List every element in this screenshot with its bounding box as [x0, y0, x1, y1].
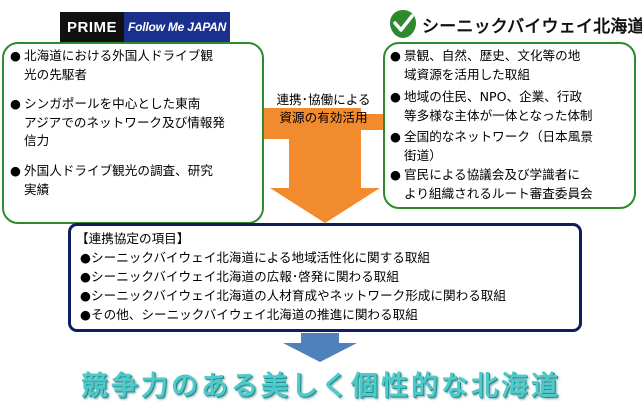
bullet-icon: ●	[390, 167, 401, 182]
agreement-item-2: ●シーニックバイウェイ北海道の広報･啓発に関わる取組	[80, 268, 399, 285]
follow-me-japan-text: Follow Me JAPAN	[124, 12, 230, 42]
bullet-icon: ●	[80, 288, 91, 303]
collaboration-label-line-1: 連携･協働による	[276, 92, 371, 107]
agreement-item-3: ●シーニックバイウェイ北海道の人材育成やネットワーク形成に関わる取組	[80, 287, 506, 304]
slogan: 競争力のある美しく個性的な北海道	[81, 371, 561, 402]
prime-strengths-box	[2, 42, 264, 224]
agreement-items-box	[68, 223, 582, 332]
right-item-3-line-1: 全国的なネットワーク（日本風景	[404, 129, 593, 144]
scenic-byway-logo: シーニックバイウェイ北海道	[388, 6, 642, 42]
agreement-item-4: ●その他、シーニックバイウェイ北海道の推進に関わる取組	[80, 306, 418, 323]
bullet-icon: ●	[10, 96, 21, 111]
bullet-icon: ●	[80, 269, 91, 284]
agreement-item-2-text: シーニックバイウェイ北海道の広報･啓発に関わる取組	[91, 269, 399, 284]
right-item-1: ● 景観、自然、歴史、文化等の地 域資源を活用した取組	[390, 47, 634, 84]
collaboration-label: 連携･協働による 資源の有効活用	[264, 91, 383, 127]
left-item-3: ● 外国人ドライブ観光の調査、研究 実績	[10, 162, 260, 199]
bullet-icon: ●	[390, 89, 401, 104]
right-item-4-line-2: より組織されるルート審査委員会	[404, 185, 593, 201]
left-item-2-line-3: 信力	[24, 133, 50, 148]
left-item-2-line-2: アジアでのネットワーク及び情報発	[24, 114, 225, 130]
agreement-heading: 【連携協定の項目】	[76, 231, 190, 246]
right-item-2-line-1: 地域の住民、NPO、企業、行政	[404, 89, 583, 104]
scenic-byway-name: シーニックバイウェイ北海道	[422, 17, 642, 37]
right-item-2-line-2: 等多様な主体が一体となった体制	[404, 107, 593, 123]
right-item-3: ● 全国的なネットワーク（日本風景 街道）	[390, 128, 634, 165]
agreement-item-3-text: シーニックバイウェイ北海道の人材育成やネットワーク形成に関わる取組	[91, 288, 506, 303]
right-item-1-line-1: 景観、自然、歴史、文化等の地	[404, 48, 581, 63]
scenic-byway-strengths-box	[383, 42, 636, 209]
left-item-2-line-1: シンガポールを中心とした東南	[24, 96, 201, 111]
collaboration-label-line-2: 資源の有効活用	[279, 110, 368, 125]
left-item-3-line-2: 実績	[24, 181, 50, 197]
right-item-4-line-1: 官民による協議会及び学識者に	[404, 167, 580, 182]
blue-down-arrow	[283, 333, 357, 362]
bullet-icon: ●	[80, 250, 91, 265]
right-item-3-line-2: 街道）	[404, 147, 442, 163]
left-item-1: ● 北海道における外国人ドライブ観 光の先駆者	[10, 47, 260, 84]
bullet-icon: ●	[10, 163, 21, 178]
prime-logo: PRIME Follow Me JAPAN	[60, 12, 230, 42]
right-item-4: ● 官民による協議会及び学識者に より組織されるルート審査委員会	[390, 166, 634, 203]
agreement-item-4-text: その他、シーニックバイウェイ北海道の推進に関わる取組	[91, 307, 418, 322]
agreement-item-1: ●シーニックバイウェイ北海道による地域活性化に関する取組	[80, 249, 430, 266]
bullet-icon: ●	[390, 129, 401, 144]
left-item-1-line-1: 北海道における外国人ドライブ観	[24, 48, 213, 63]
scenic-byway-mark-icon	[390, 10, 416, 38]
agreement-item-1-text: シーニックバイウェイ北海道による地域活性化に関する取組	[91, 250, 431, 265]
right-item-2: ● 地域の住民、NPO、企業、行政 等多様な主体が一体となった体制	[390, 88, 634, 125]
left-item-1-line-2: 光の先駆者	[24, 66, 87, 82]
bullet-icon: ●	[80, 307, 91, 322]
prime-logo-text: PRIME	[60, 12, 124, 42]
bullet-icon: ●	[390, 48, 401, 63]
right-item-1-line-2: 域資源を活用した取組	[404, 66, 530, 82]
left-item-3-line-1: 外国人ドライブ観光の調査、研究	[24, 163, 213, 178]
bullet-icon: ●	[10, 48, 21, 63]
left-item-2: ● シンガポールを中心とした東南 アジアでのネットワーク及び情報発 信力	[10, 95, 260, 151]
